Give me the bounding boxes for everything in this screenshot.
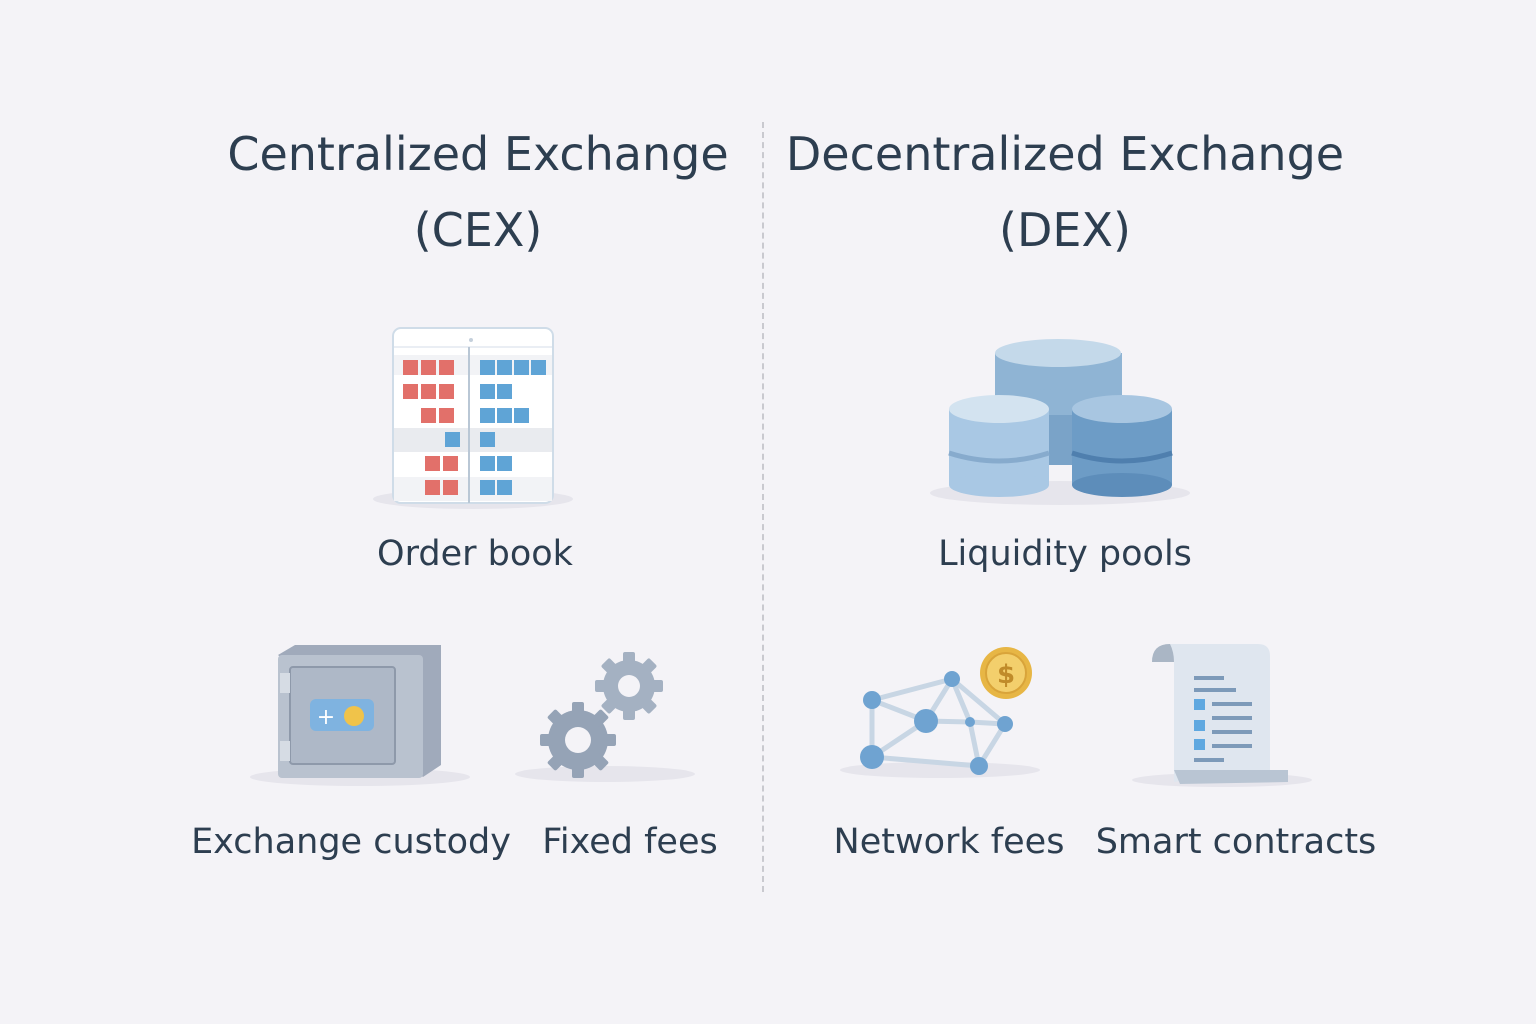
sell-order-block	[421, 408, 436, 423]
gears-icon	[515, 652, 695, 782]
column-divider	[762, 122, 764, 892]
svg-text:$: $	[997, 660, 1015, 690]
buy-order-block	[497, 408, 512, 423]
buy-order-block	[480, 432, 495, 447]
gear-tooth	[639, 696, 657, 714]
liquidity-pools-icon	[930, 339, 1190, 505]
gear-tooth	[572, 702, 584, 716]
cex-title-line1: Centralized Exchange	[227, 127, 729, 181]
gear-tooth	[649, 680, 663, 692]
gear-tooth	[547, 709, 565, 727]
buy-order-block	[531, 360, 546, 375]
buy-order-block	[480, 408, 495, 423]
buy-order-block	[497, 456, 512, 471]
dex-title-line1: Decentralized Exchange	[785, 127, 1345, 181]
sell-order-block	[421, 384, 436, 399]
order-book-icon	[373, 327, 573, 509]
gear-tooth	[602, 734, 616, 746]
gear-tooth	[540, 734, 554, 746]
buy-order-block	[497, 360, 512, 375]
buy-order-block	[480, 480, 495, 495]
buy-order-block	[480, 384, 495, 399]
cex-title: Centralized Exchange (CEX)	[128, 116, 828, 268]
gear-tooth	[595, 680, 609, 692]
cex-title-line2: (CEX)	[413, 203, 543, 257]
cex-feature-custody: Exchange custody	[191, 822, 511, 862]
gear-tooth	[623, 652, 635, 666]
sell-order-block	[425, 456, 440, 471]
sell-order-block	[439, 360, 454, 375]
buy-order-block	[480, 360, 495, 375]
gear-tooth	[601, 696, 619, 714]
safe-icon: +	[250, 645, 470, 786]
cex-main-feature: Order book	[377, 534, 573, 574]
buy-order-block	[497, 384, 512, 399]
buy-order-block	[445, 432, 460, 447]
cex-feature-fees: Fixed fees	[542, 822, 718, 862]
sell-order-block	[421, 360, 436, 375]
svg-text:+: +	[317, 705, 335, 730]
gear-tooth	[572, 764, 584, 778]
sell-order-block	[439, 384, 454, 399]
buy-order-block	[514, 360, 529, 375]
dex-feature-smart-contracts: Smart contracts	[1095, 822, 1377, 862]
dex-feature-network-fees: Network fees	[833, 822, 1065, 862]
dex-main-feature: Liquidity pools	[938, 534, 1192, 574]
sell-order-block	[403, 384, 418, 399]
buy-order-block	[480, 456, 495, 471]
dex-title: Decentralized Exchange (DEX)	[715, 116, 1415, 268]
sell-order-block	[425, 480, 440, 495]
gear-tooth	[601, 658, 619, 676]
network-icon: $	[840, 647, 1040, 778]
scroll-contract-icon	[1132, 644, 1312, 787]
sell-order-block	[403, 360, 418, 375]
gear-tooth	[623, 706, 635, 720]
dex-title-line2: (DEX)	[999, 203, 1131, 257]
gear-tooth	[591, 709, 609, 727]
gear-tooth	[547, 753, 565, 771]
sell-order-block	[443, 456, 458, 471]
gear-tooth	[639, 658, 657, 676]
dollar-coin-icon: $	[980, 647, 1032, 699]
sell-order-block	[443, 480, 458, 495]
buy-order-block	[497, 480, 512, 495]
buy-order-block	[514, 408, 529, 423]
gear-tooth	[591, 753, 609, 771]
sell-order-block	[439, 408, 454, 423]
